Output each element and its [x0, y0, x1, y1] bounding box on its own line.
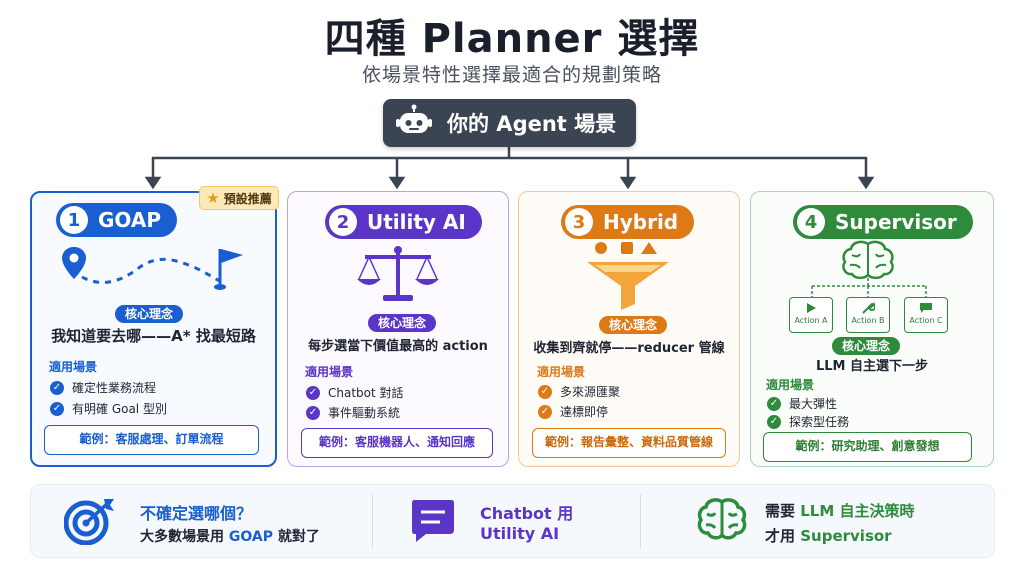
- check-icon: ✓: [538, 384, 552, 399]
- goap-number: 1: [60, 206, 88, 234]
- action-c-box: Action C: [904, 297, 948, 333]
- hybrid-core-text: 收集到齊就停——reducer 管線: [533, 341, 725, 356]
- connector-lines: [144, 147, 875, 190]
- check-icon: ✓: [767, 396, 781, 411]
- tip3-line2: 才用 Supervisor: [765, 527, 892, 545]
- hybrid-header: 3 Hybrid: [561, 205, 695, 239]
- tip1-text: 大多數場景用 GOAP 就對了: [140, 529, 320, 545]
- tip2-title: Chatbot 用: [480, 504, 574, 523]
- utility-use-item: ✓ Chatbot 對話: [306, 384, 404, 401]
- supervisor-use-item: ✓ 最大彈性: [767, 395, 837, 412]
- check-icon: ✓: [767, 414, 781, 429]
- card-goap: [30, 191, 277, 467]
- check-icon: ✓: [50, 401, 64, 416]
- tip3-line1: 需要 LLM 自主決策時: [765, 502, 915, 520]
- hybrid-number: 3: [565, 208, 593, 236]
- tip-divider: [372, 494, 373, 548]
- supervisor-branch-lines: [811, 278, 927, 298]
- goap-use-item: ✓ 有明確 Goal 型別: [50, 400, 167, 417]
- funnel-icon: [587, 242, 669, 310]
- supervisor-number: 4: [797, 208, 825, 236]
- hybrid-title: Hybrid: [603, 210, 679, 234]
- agent-label: 你的 Agent 場景: [447, 112, 617, 136]
- action-b-box: Action B: [846, 297, 890, 333]
- goap-header: 1 GOAP: [56, 203, 178, 237]
- goap-use-item: ✓ 確定性業務流程: [50, 379, 156, 396]
- check-icon: ✓: [306, 405, 320, 420]
- goap-core-text: 我知道要去哪——A* 找最短路: [51, 327, 256, 345]
- supervisor-use-item: ✓ 探索型任務: [767, 413, 849, 430]
- chat-bubble-icon: [920, 303, 932, 313]
- check-icon: ✓: [50, 380, 64, 395]
- goap-use-label: 適用場景: [49, 360, 98, 374]
- chat-icon: [412, 500, 454, 542]
- utility-core-text: 每步選當下價值最高的 action: [308, 339, 488, 354]
- supervisor-example: 範例：研究助理、創意發想: [763, 432, 972, 462]
- hybrid-use-label: 適用場景: [537, 365, 586, 379]
- utility-use-label: 適用場景: [305, 365, 354, 379]
- robot-icon: [395, 104, 433, 142]
- utility-title: Utility AI: [367, 210, 466, 234]
- page-subtitle: 依場景特性選擇最適合的規劃策略: [361, 64, 662, 86]
- goap-title: GOAP: [98, 208, 162, 232]
- hybrid-core-tag: 核心理念: [599, 316, 668, 334]
- supervisor-core-text: LLM 自主選下一步: [815, 359, 929, 374]
- hybrid-use-item: ✓ 多來源匯聚: [538, 383, 620, 400]
- brain-icon: [697, 498, 747, 540]
- utility-header: 2 Utility AI: [325, 205, 482, 239]
- goap-core-tag: 核心理念: [115, 305, 184, 323]
- hybrid-use-item: ✓ 達標即停: [538, 403, 608, 420]
- supervisor-title: Supervisor: [835, 210, 957, 234]
- play-icon: [807, 303, 816, 313]
- recommended-badge: ★ 預設推薦: [199, 186, 279, 210]
- utility-example: 範例：客服機器人、通知回應: [301, 428, 493, 458]
- target-icon: [64, 499, 114, 545]
- action-a-box: Action A: [789, 297, 833, 333]
- tips-panel: [30, 484, 995, 558]
- brain-icon: [842, 240, 894, 280]
- utility-use-item: ✓ 事件驅動系統: [306, 404, 400, 421]
- wrench-icon: [862, 301, 876, 314]
- tip-divider: [640, 494, 641, 548]
- supervisor-header: 4 Supervisor: [793, 205, 973, 239]
- utility-core-tag: 核心理念: [368, 314, 437, 332]
- check-icon: ✓: [538, 404, 552, 419]
- route-map-icon: [62, 247, 243, 290]
- page-title: 四種 Planner 選擇: [324, 16, 700, 62]
- utility-number: 2: [329, 208, 357, 236]
- supervisor-core-tag: 核心理念: [832, 337, 901, 355]
- star-icon: ★: [206, 189, 220, 207]
- tip2-title2: Utility AI: [480, 524, 560, 543]
- check-icon: ✓: [306, 385, 320, 400]
- supervisor-use-label: 適用場景: [766, 378, 815, 392]
- balance-scale-icon: [357, 246, 439, 301]
- hybrid-example: 範例：報告彙整、資料品質管線: [532, 428, 726, 458]
- tip1-title: 不確定選哪個？: [140, 504, 253, 523]
- agent-scenario-box: 你的 Agent 場景: [383, 99, 636, 147]
- goap-example: 範例：客服處理、訂單流程: [44, 425, 259, 455]
